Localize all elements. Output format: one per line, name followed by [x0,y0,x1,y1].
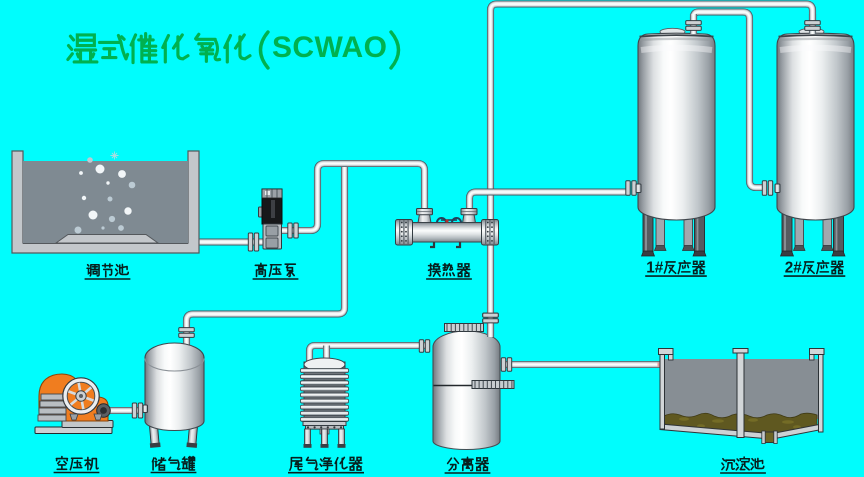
svg-text:SCWAO: SCWAO [272,31,387,64]
svg-text:1#: 1# [646,260,664,277]
svg-text:2#: 2# [785,260,803,277]
